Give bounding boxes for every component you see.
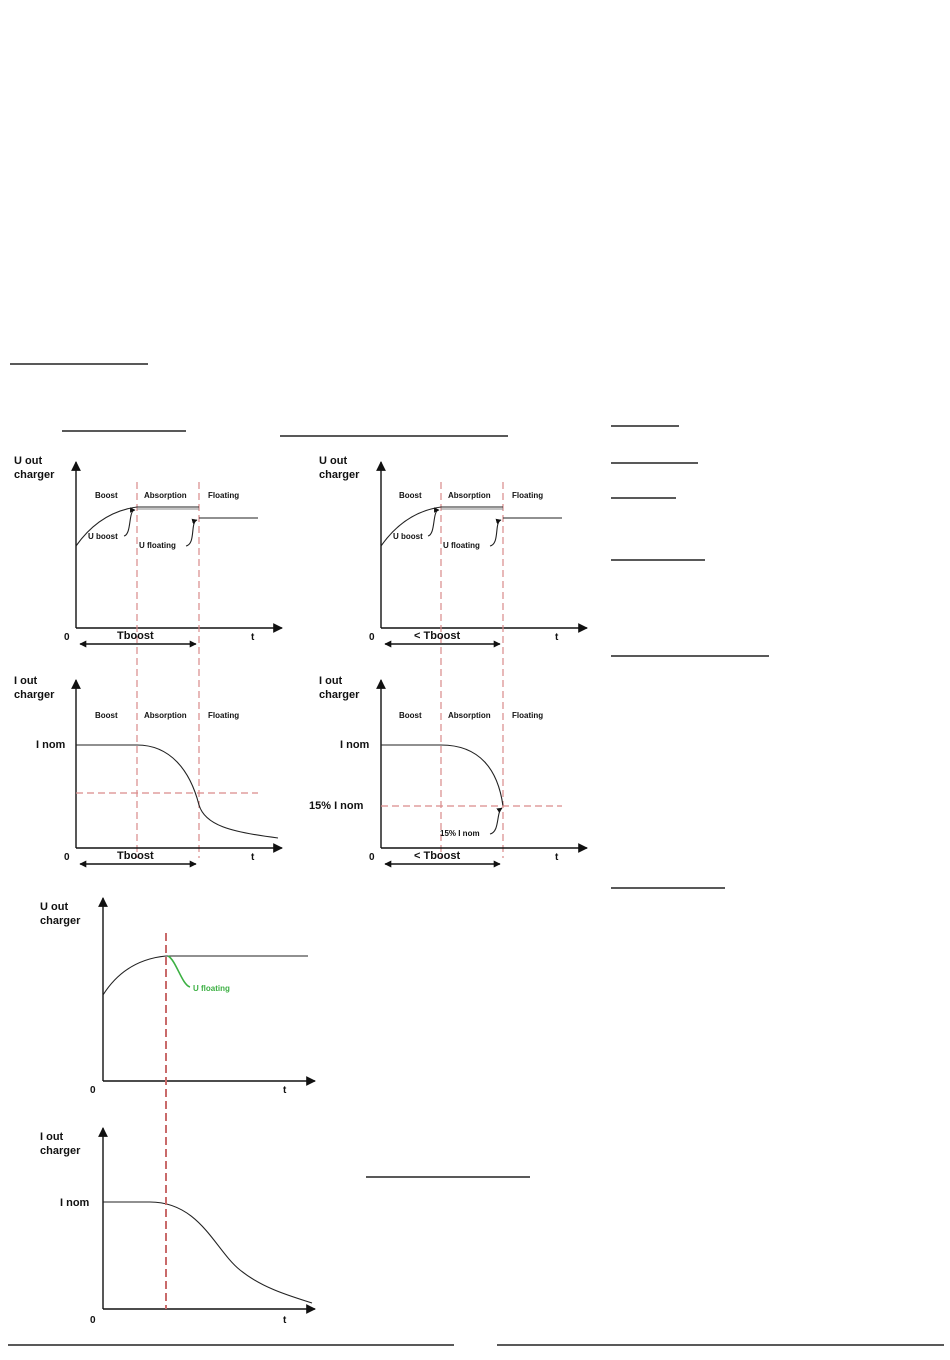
phase-label-boost: Boost [95,491,118,500]
y-label-charger: charger [319,469,360,481]
floating-transition-curve [167,955,191,988]
x-axis-label-t: t [283,1085,287,1096]
y-label-u-out: U out [14,455,42,467]
voltage-chart-tboost: U out charger Boost Absorption Floating … [14,455,283,858]
y-label-i-out: I out [40,1131,64,1143]
annotation-arrow-pct-i-nom [489,807,503,835]
phase-label-floating: Floating [208,711,239,720]
annotation-u-boost: U boost [88,532,118,541]
y-label-charger: charger [40,1145,81,1157]
current-curve [76,744,279,839]
x-origin-label: 0 [369,632,375,643]
current-curve [103,1201,313,1304]
x-axis-label-t: t [251,632,255,643]
current-chart-lt-tboost: I out charger Boost Absorption Floating … [309,675,588,868]
heading-rules [8,363,944,1346]
current-chart-direct-floating: I out charger I nom 0 t [40,1127,316,1326]
x-origin-label: 0 [90,1085,96,1096]
annotation-arrow-u-floating [185,518,198,547]
x-axis-label-t: t [251,852,255,863]
phase-label-boost: Boost [399,491,422,500]
voltage-chart-direct-floating: U out charger U floating 0 t [40,897,316,1096]
x-origin-label: 0 [90,1315,96,1326]
y-label-i-out: I out [14,675,38,687]
annotation-u-boost: U boost [393,532,423,541]
x-axis-label-t: t [555,852,559,863]
y-label-u-out: U out [319,455,347,467]
current-chart-tboost: I out charger Boost Absorption Floating … [14,675,283,868]
phase-label-floating: Floating [512,491,543,500]
phase-label-floating: Floating [208,491,239,500]
voltage-curve [75,506,258,547]
annotation-arrow-u-floating [489,518,502,547]
phase-label-floating: Floating [512,711,543,720]
lt-tboost-label: < Tboost [414,630,460,642]
i-nom-label: I nom [36,739,66,751]
phase-label-absorption: Absorption [448,711,491,720]
annotation-pct-i-nom: 15% I nom [440,829,480,838]
x-origin-label: 0 [369,852,375,863]
y-label-i-out: I out [319,675,343,687]
x-axis-label-t: t [283,1315,287,1326]
tboost-label: Tboost [117,630,154,642]
annotation-arrow-u-boost [427,507,440,537]
y-label-charger: charger [14,469,55,481]
phase-label-absorption: Absorption [144,491,187,500]
voltage-curve [102,955,308,996]
lt-tboost-label: < Tboost [414,850,460,862]
x-axis-label-t: t [555,632,559,643]
annotation-arrow-u-boost [123,507,136,537]
current-curve [381,744,504,807]
phase-label-boost: Boost [95,711,118,720]
i-nom-label: I nom [340,739,370,751]
y-label-charger: charger [14,689,55,701]
annotation-u-floating: U floating [443,541,480,550]
voltage-chart-lt-tboost: U out charger Boost Absorption Floating … [319,455,588,858]
y-label-charger: charger [319,689,360,701]
voltage-curve [380,506,562,547]
x-origin-label: 0 [64,852,70,863]
annotation-u-floating: U floating [139,541,176,550]
phase-label-absorption: Absorption [144,711,187,720]
i-nom-label: I nom [60,1197,90,1209]
phase-label-absorption: Absorption [448,491,491,500]
phase-label-boost: Boost [399,711,422,720]
tboost-label: Tboost [117,850,154,862]
y-label-u-out: U out [40,901,68,913]
x-origin-label: 0 [64,632,70,643]
pct-i-nom-label: 15% I nom [309,800,364,812]
y-label-charger: charger [40,915,81,927]
annotation-u-floating: U floating [193,984,230,993]
